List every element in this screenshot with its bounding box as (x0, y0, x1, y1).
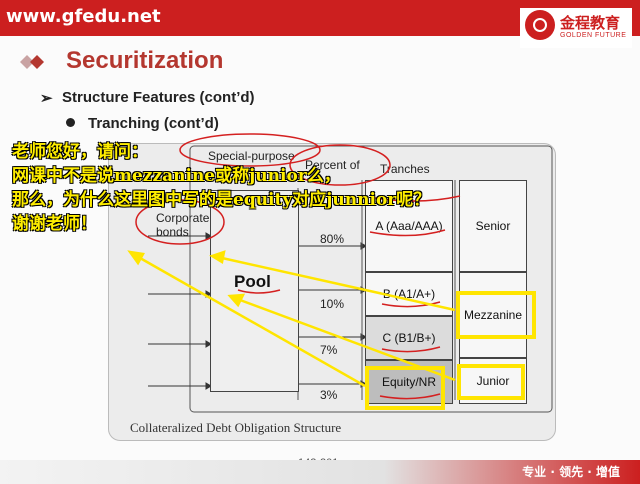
pct-a: 80% (320, 232, 345, 246)
senior-label: Senior (459, 180, 527, 272)
dot-bullet-icon (66, 118, 75, 127)
junior-label: Junior (459, 358, 527, 404)
arrow-bullet-icon: ➢ (40, 90, 53, 107)
bullet-tranching: Tranching (cont’d) (88, 115, 219, 132)
tranches-header: Tranches (380, 162, 430, 176)
logo-en-text: GOLDEN FUTURE (560, 32, 627, 39)
slogan-text: 专业 · 领先 · 增值 (522, 465, 620, 479)
question-line-3: 那么，为什么这里图中写的是equity对应junnior呢？ (12, 190, 431, 210)
pct-b: 10% (320, 297, 345, 311)
question-line-4: 谢谢老师！ (12, 214, 97, 234)
tranche-c: C (B1/B+) (365, 316, 453, 360)
slide-title: Securitization (66, 47, 224, 74)
brand-logo: 金程教育 GOLDEN FUTURE (520, 8, 632, 48)
pct-c: 7% (320, 343, 338, 357)
logo-icon (525, 10, 555, 40)
question-annotation: 老师您好，请问： 网课中不是说mezzanine或称junior么， 那么，为什… (12, 140, 430, 236)
question-line-1: 老师您好，请问： (12, 142, 148, 162)
question-line-2: 网课中不是说mezzanine或称junior么， (12, 166, 341, 186)
site-url[interactable]: www.gfedu.net (6, 6, 161, 27)
bottom-banner: 专业 · 领先 · 增值 (0, 460, 640, 484)
tranche-equity: Equity/NR (365, 360, 453, 404)
mezzanine-label: Mezzanine (459, 272, 527, 358)
bullet-structure-text: Structure Features (cont’d) (62, 89, 255, 106)
title-diamond-icon (20, 55, 44, 69)
figure-caption: Collateralized Debt Obligation Structure (130, 420, 342, 435)
pct-equity: 3% (320, 388, 338, 402)
logo-cn-text: 金程教育 (560, 14, 621, 32)
pool-label: Pool (234, 272, 271, 291)
tranche-b: B (A1/A+) (365, 272, 453, 316)
